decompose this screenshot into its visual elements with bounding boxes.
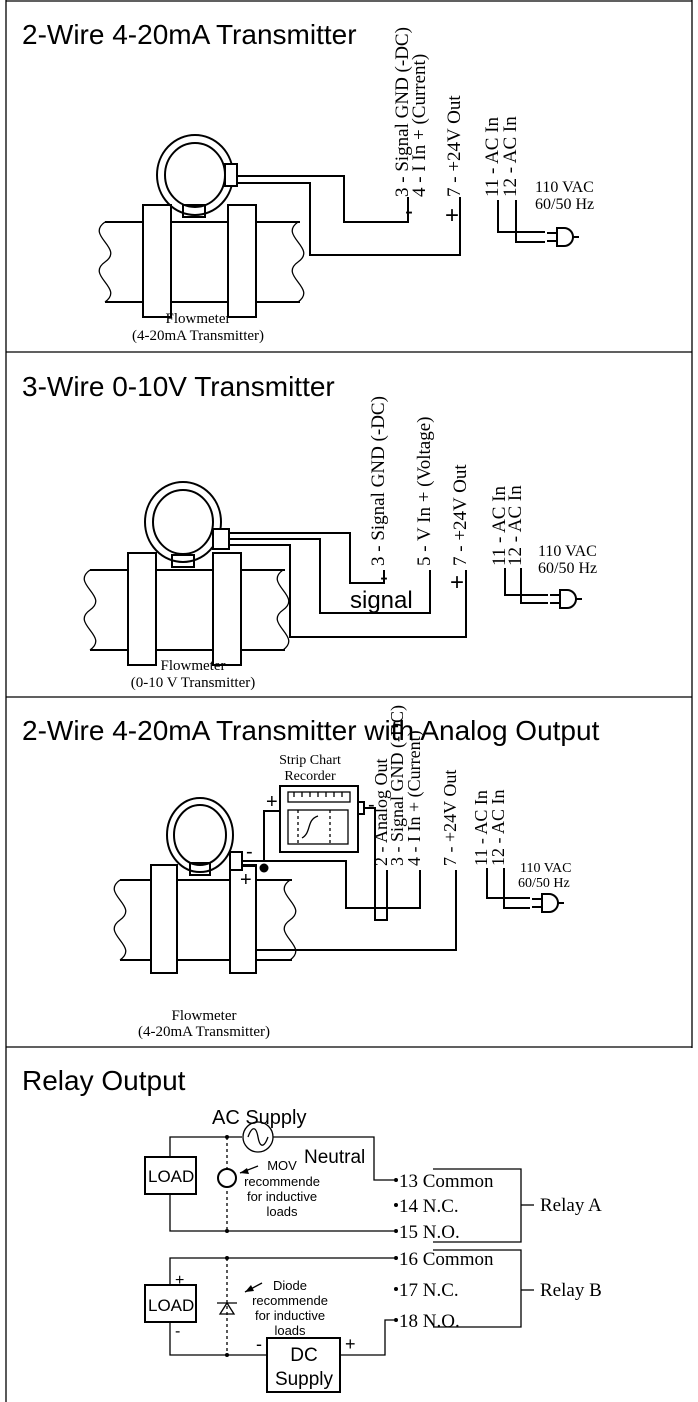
power-plug-icon (549, 589, 583, 609)
polarity-minus: - (175, 1323, 180, 1340)
relay-a-circuit (144, 1121, 534, 1243)
terminal-label: 17 N.C. (399, 1280, 459, 1301)
section-title: 2-Wire 4-20mA Transmitter (22, 19, 357, 50)
terminal-label: 7 - +24V Out (450, 464, 471, 566)
power-plug-icon (531, 893, 565, 913)
recorder-label: Strip Chart (279, 753, 341, 768)
polarity-plus: + (445, 202, 459, 229)
flowmeter (98, 134, 305, 318)
terminal-label: 4 - I In + (Current) (409, 54, 430, 197)
section-title: 3-Wire 0-10V Transmitter (22, 371, 335, 402)
terminal-label: 3 - Signal GND (-DC) (387, 705, 408, 866)
wires (242, 807, 530, 951)
dc-supply-label: Supply (275, 1369, 334, 1390)
device-label-type: (4-20mA Transmitter) (138, 1024, 270, 1040)
terminal-label: 2 - Analog Out (371, 759, 391, 867)
polarity-minus: - (405, 198, 413, 225)
section-3wire-0-10v: 3-Wire 0-10V Transmitter 3 - Signal GND … (22, 371, 597, 691)
terminal-label: 11 - AC In (482, 116, 503, 197)
ac-supply-label: AC Supply (212, 1107, 307, 1129)
relay-b-circuit (144, 1249, 534, 1393)
dc-supply-label: DC (290, 1345, 317, 1366)
terminal-label: 12 - AC In (500, 116, 521, 197)
device-label: Flowmeter (166, 311, 231, 327)
supply-frequency: 60/50 Hz (518, 876, 570, 891)
polarity-minus: - (368, 794, 375, 816)
terminal-label: 7 - +24V Out (444, 95, 465, 197)
flowmeter (113, 797, 297, 974)
device-label: Flowmeter (161, 658, 226, 674)
terminal-label: 7 - +24V Out (440, 770, 460, 866)
relay-b-label: Relay B (540, 1280, 602, 1301)
mov-note: for inductive (247, 1189, 317, 1204)
polarity-plus: + (450, 569, 464, 596)
terminal-label: 12 - AC In (505, 485, 526, 566)
supply-voltage: 110 VAC (535, 179, 594, 196)
polarity-plus: + (345, 1334, 356, 1354)
load-label: LOAD (148, 1167, 194, 1186)
load-label: LOAD (148, 1296, 194, 1315)
section-title: Relay Output (22, 1065, 186, 1096)
device-label-type: (0-10 V Transmitter) (131, 675, 255, 691)
supply-voltage: 110 VAC (520, 861, 571, 876)
supply-frequency: 60/50 Hz (538, 560, 597, 577)
terminal-label: 15 N.O. (399, 1222, 460, 1243)
terminal-label: 14 N.C. (399, 1196, 459, 1217)
terminal-label: 4 - I In + (Current) (404, 730, 425, 866)
supply-frequency: 60/50 Hz (535, 196, 594, 213)
section-relay-output: Relay Output AC Supply Neutral LOAD MOV (22, 1065, 602, 1393)
polarity-minus: - (256, 1334, 262, 1354)
polarity-plus: + (240, 869, 252, 891)
terminal-label: 3 - Signal GND (-DC) (392, 27, 413, 197)
terminal-label: 16 Common (399, 1249, 494, 1270)
polarity-minus: - (246, 841, 253, 863)
flowmeter (83, 481, 290, 666)
diode-note: recommende (252, 1293, 328, 1308)
section-2wire-4-20ma: 2-Wire 4-20mA Transmitter 3 - Signal GND… (22, 19, 594, 344)
diode-note: for inductive (255, 1308, 325, 1323)
signal-label: signal (350, 587, 413, 614)
mov-note: recommende (244, 1174, 320, 1189)
strip-chart-recorder-icon (279, 785, 365, 853)
polarity-minus: - (380, 564, 388, 591)
neutral-label: Neutral (304, 1147, 365, 1168)
relay-a-label: Relay A (540, 1195, 602, 1216)
terminal-label: 3 - Signal GND (-DC) (368, 396, 389, 566)
terminal-label: 11 - AC In (489, 485, 510, 566)
power-plug-icon (546, 227, 580, 247)
device-label: Flowmeter (172, 1008, 237, 1024)
supply-voltage: 110 VAC (538, 543, 597, 560)
recorder-label: Recorder (284, 769, 336, 784)
mov-note: loads (266, 1204, 298, 1219)
terminal-label: 18 N.O. (399, 1311, 460, 1332)
terminal-label: 12 - AC In (488, 790, 508, 867)
polarity-plus: + (175, 1272, 184, 1289)
mov-note: MOV (267, 1158, 297, 1173)
device-label-type: (4-20mA Transmitter) (132, 328, 264, 344)
junction-dot (259, 863, 269, 873)
diode-note: Diode (273, 1278, 307, 1293)
wires (237, 175, 545, 256)
section-title: 2-Wire 4-20mA Transmitter with Analog Ou… (22, 715, 600, 746)
terminal-label: 11 - AC In (471, 790, 491, 866)
section-analog-output: 2-Wire 4-20mA Transmitter with Analog Ou… (22, 705, 600, 1040)
diode-note: loads (274, 1323, 306, 1338)
terminal-label: 13 Common (399, 1171, 494, 1192)
polarity-plus: + (266, 791, 278, 813)
terminal-label: 5 - V In + (Voltage) (414, 416, 435, 566)
wires (229, 532, 548, 638)
